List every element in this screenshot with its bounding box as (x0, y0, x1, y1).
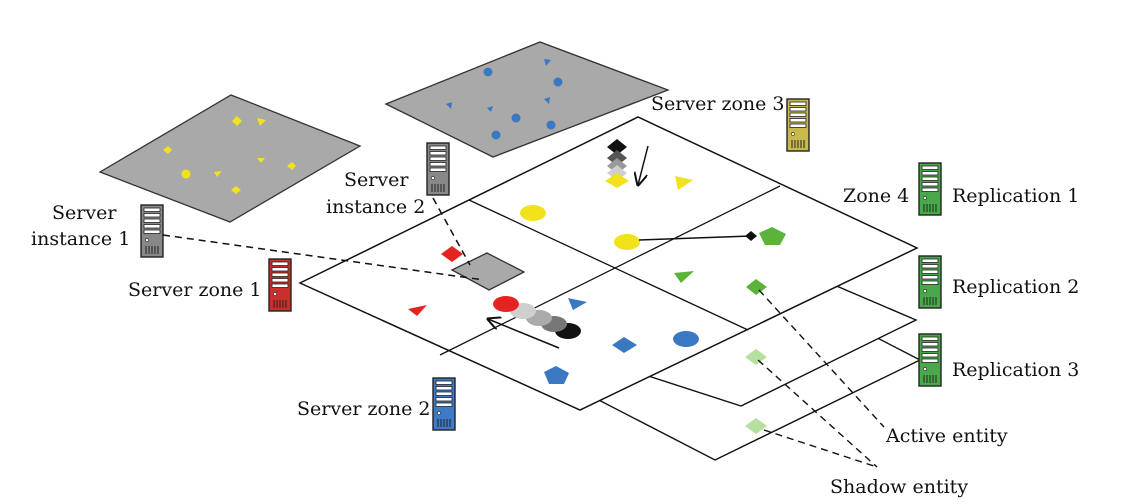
server-instance-2-label-line2: instance 2 (326, 196, 425, 218)
zone-4-label: Zone 4 (843, 185, 909, 207)
server-zone-2-label: Server zone 2 (297, 398, 431, 420)
instance-patch (450, 252, 526, 291)
server-zone-3-icon (786, 98, 810, 152)
server-instance-2-label-line1: Server (344, 169, 409, 191)
server-replication-2-icon (918, 255, 942, 309)
server-instance-1-label-line1: Server (52, 202, 117, 224)
active-entity-label: Active entity (885, 425, 1008, 447)
server-zone-3-label: Server zone 3 (651, 93, 785, 115)
replication-2-label: Replication 2 (952, 276, 1079, 298)
shadow-entity-pointer-1 (757, 359, 878, 468)
server-instance-1-icon (140, 204, 164, 258)
server-instance-2-icon (426, 142, 450, 196)
instance-plane-2 (384, 41, 670, 158)
main-plane (298, 116, 919, 411)
replication-1-label: Replication 1 (952, 185, 1079, 207)
zone-2-entities (488, 296, 699, 384)
instance-2-entities (446, 59, 563, 140)
replication-3-label: Replication 3 (952, 359, 1079, 381)
server-zone-4-icon (918, 162, 942, 216)
server-zone-1-icon (268, 258, 292, 312)
instance-plane-1 (98, 94, 362, 223)
server-replication-3-icon (918, 333, 942, 387)
instance-1-link (162, 234, 485, 281)
server-zone-2-icon (432, 377, 456, 431)
instance-2-link (432, 197, 471, 266)
shadow-entity-pointer-2 (763, 429, 878, 468)
zone-divider-1 (468, 199, 749, 331)
server-zone-1-label: Server zone 1 (128, 279, 262, 301)
zone-4-entities (674, 271, 767, 434)
instance-1-entities (163, 116, 296, 194)
shadow-entity-label: Shadow entity (830, 476, 968, 498)
server-instance-1-label-line2: instance 1 (31, 228, 130, 250)
active-entity-pointer (758, 289, 885, 428)
zone-1-entities (408, 246, 463, 316)
zone-3-entities (520, 139, 786, 250)
